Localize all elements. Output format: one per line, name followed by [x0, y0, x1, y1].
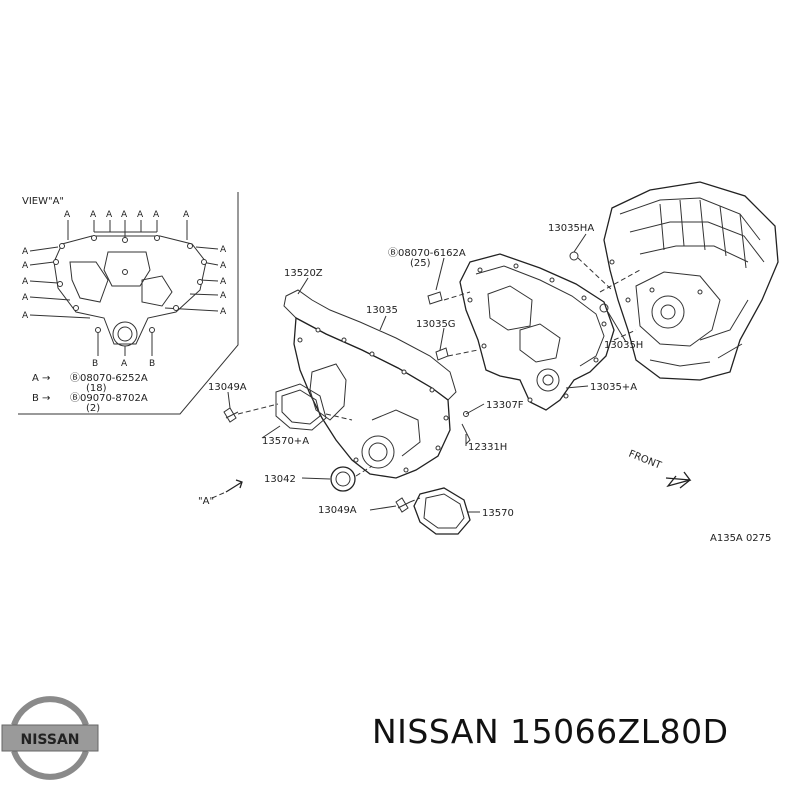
legend-a-qty: (18): [86, 383, 107, 394]
view-a-cover-outline: [53, 235, 207, 347]
leader-lines: [227, 233, 641, 513]
nissan-logo-text: NISSAN: [20, 732, 79, 748]
marker-a: A: [220, 245, 227, 255]
marker-a: A: [137, 210, 144, 220]
marker-a: A: [220, 261, 227, 271]
marker-a: A: [183, 210, 190, 220]
cover-plate-lower: [413, 487, 471, 535]
marker-a: A: [153, 210, 160, 220]
bolt-13049a-bottom: [395, 497, 411, 513]
dowel-13035ha: [569, 251, 579, 261]
marker-a: A: [22, 261, 29, 271]
view-a-title: VIEW"A": [22, 196, 64, 207]
legend-a-arrow: →: [42, 373, 50, 384]
marker-a: A: [220, 307, 227, 317]
label-13570: 13570: [482, 508, 514, 519]
marker-a: A: [22, 311, 29, 321]
marker-a: A: [22, 277, 29, 287]
legend-b-code: Ⓑ09070-8702A: [70, 392, 148, 404]
view-a-inset: VIEW"A" A A A A A A A A A A A A A A A A …: [18, 192, 239, 415]
label-13049a-bottom: 13049A: [318, 505, 357, 516]
marker-a: A: [121, 210, 128, 220]
label-13570-plus-a: 13570+A: [262, 436, 309, 447]
bolts: [223, 251, 609, 513]
marker-a: A: [121, 359, 128, 369]
marker-a: A: [106, 210, 113, 220]
marker-b: B: [92, 359, 98, 369]
legend-b-qty: (2): [86, 403, 100, 414]
diagram-code: A135A 0275: [710, 533, 771, 544]
legend-a-code: Ⓑ08070-6252A: [70, 372, 148, 384]
view-a-bottom-markers: B A B: [92, 333, 155, 369]
crankshaft-oil-seal: [330, 466, 356, 492]
view-a-right-markers: A A A A A: [164, 245, 227, 317]
part-number-title: NISSAN 15066ZL80D: [372, 712, 729, 751]
engine-block-illustration: [603, 181, 779, 381]
legend-a-key: A: [32, 373, 39, 384]
label-08070-6162a: Ⓑ08070-6162A: [388, 247, 466, 259]
label-13035h: 13035H: [604, 340, 643, 351]
dowel-13035h: [599, 303, 609, 313]
label-13042: 13042: [264, 474, 296, 485]
marker-a: A: [220, 291, 227, 301]
cover-plate-upper: [275, 383, 327, 431]
label-13035: 13035: [366, 305, 398, 316]
label-front: FRONT: [627, 449, 664, 472]
bolt-13035g: [435, 347, 449, 361]
timing-chain-case-rear: [459, 253, 615, 411]
legend-b-arrow: →: [42, 393, 50, 404]
front-direction-arrow: [665, 471, 692, 489]
view-a-pointer: [211, 479, 243, 499]
view-a-top-markers: A A A A A A A: [64, 210, 190, 240]
label-13035-plus-a: 13035+A: [590, 382, 637, 393]
label-13035ha: 13035HA: [548, 223, 594, 234]
label-08070-6162a-qty: (25): [410, 258, 431, 269]
bolt-13049a-top: [223, 407, 239, 423]
label-13520z: 13520Z: [284, 268, 323, 279]
front-timing-cover: [283, 289, 457, 479]
legend-b-key: B: [32, 393, 39, 404]
view-a-legend: A → Ⓑ08070-6252A (18) B → Ⓑ09070-8702A (…: [32, 372, 148, 414]
marker-a: A: [22, 293, 29, 303]
pin-12331h: [461, 423, 471, 445]
label-view-a-ref: "A": [198, 496, 214, 507]
inset-border: [18, 192, 239, 415]
marker-a: A: [220, 277, 227, 287]
label-13307f: 13307F: [486, 400, 524, 411]
marker-a: A: [90, 210, 97, 220]
label-13035g: 13035G: [416, 319, 456, 330]
marker-b: B: [149, 359, 155, 369]
nissan-logo: NISSAN: [1, 696, 99, 780]
view-a-left-markers: A A A A A: [22, 246, 91, 321]
bolt-08070-6162a: [427, 291, 443, 305]
label-13049a-top: 13049A: [208, 382, 247, 393]
marker-a: A: [64, 210, 71, 220]
marker-a: A: [22, 247, 29, 257]
label-12331h: 12331H: [468, 442, 507, 453]
